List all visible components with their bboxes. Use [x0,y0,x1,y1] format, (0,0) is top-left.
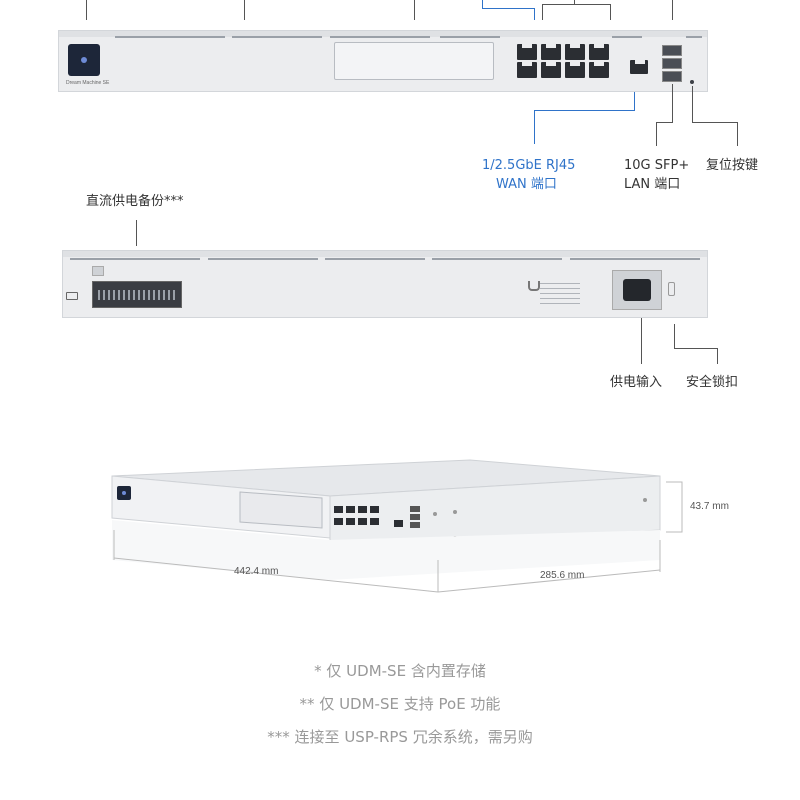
regulatory-marks-icon [540,280,580,304]
power-inlet [612,270,662,310]
lan-port [541,44,561,60]
dc-backup-connector [92,281,182,308]
front-vent-seg [612,36,642,38]
lock-callout-line-v1 [674,324,675,348]
top-callout-bracket-v2 [610,4,611,20]
security-lock-callout-label: 安全锁扣 [686,375,739,390]
lan-port [565,62,585,78]
sfp-callout-line-h [656,122,673,123]
top-callout-line-blue-1 [482,0,483,8]
dimension-depth: 285.6 mm [540,570,585,581]
connector-pins [98,290,176,300]
wan-callout-label-line1: 1/2.5GbE RJ45 [482,158,576,173]
dc-backup-callout-label: 直流供电备份*** [86,194,184,209]
reset-callout-line-h [692,122,738,123]
sfp-callout-line-v1 [672,84,673,122]
rear-vent-seg [208,258,318,260]
reset-callout-line-v1 [692,86,693,122]
front-vent-seg [115,36,225,38]
sfp-port [662,45,682,56]
wan-port [630,60,648,74]
screen-logo-icon [81,57,87,63]
storage-bay [334,42,494,80]
wan-callout-line-v1 [634,92,635,110]
top-callout-line-4 [672,0,673,20]
rear-ground-icon [66,292,78,300]
lock-callout-line-v2 [717,348,718,364]
lock-callout-line-h [674,348,718,349]
security-lock-slot [668,282,675,296]
dc-backup-callout-line [136,220,137,246]
footnote-2: ** 仅 UDM-SE 支持 PoE 功能 [299,695,501,713]
power-input-callout-label: 供电输入 [610,375,663,390]
sfp-callout-label-line1: 10G SFP+ [624,158,690,173]
lan-port [541,62,561,78]
iec-socket [623,279,651,301]
rear-vent-seg [70,258,200,260]
dimension-height: 43.7 mm [690,501,729,512]
sfp-port [662,71,682,82]
top-callout-line-blue-3 [534,8,535,20]
front-logo-text: Dream Machine SE [66,80,110,86]
front-vent-seg [440,36,500,38]
top-callout-bracket-h [542,4,610,5]
front-vent-seg [686,36,702,38]
sfp-callout-label-line2: LAN 端口 [624,177,681,192]
top-callout-bracket-v1 [542,4,543,20]
wan-callout-label-line2: WAN 端口 [496,177,557,192]
lan-port [517,44,537,60]
front-touchscreen [68,44,100,76]
top-callout-line-blue-2 [482,8,534,9]
rear-info-label-icon [92,266,104,276]
rear-vent-seg [325,258,425,260]
rear-vent-seg [570,258,700,260]
lan-port [589,62,609,78]
front-panel-top-edge [59,31,707,37]
rear-vent-seg [432,258,562,260]
power-callout-line [641,318,642,364]
footnote-3: *** 连接至 USP-RPS 冗余系统，需另购 [267,728,533,746]
reset-button[interactable] [690,80,694,84]
lan-port [517,62,537,78]
wan-callout-line-v2 [534,110,535,144]
top-callout-bracket-mid [574,0,575,4]
wan-callout-line-h [534,110,635,111]
sfp-callout-line-v2 [656,122,657,146]
front-vent-seg [232,36,322,38]
top-callout-line-1 [86,0,87,20]
dimension-width: 442.4 mm [234,566,279,577]
reset-callout-label: 复位按键 [706,158,759,173]
top-callout-line-3 [414,0,415,20]
reset-callout-line-v2 [737,122,738,146]
ubiquiti-logo-icon [528,281,540,291]
rear-panel-top-edge [63,251,707,257]
lan-port [589,44,609,60]
lan-port [565,44,585,60]
top-callout-line-2 [244,0,245,20]
sfp-port [662,58,682,69]
footnote-1: * 仅 UDM-SE 含内置存储 [314,662,486,680]
front-vent-seg [330,36,430,38]
